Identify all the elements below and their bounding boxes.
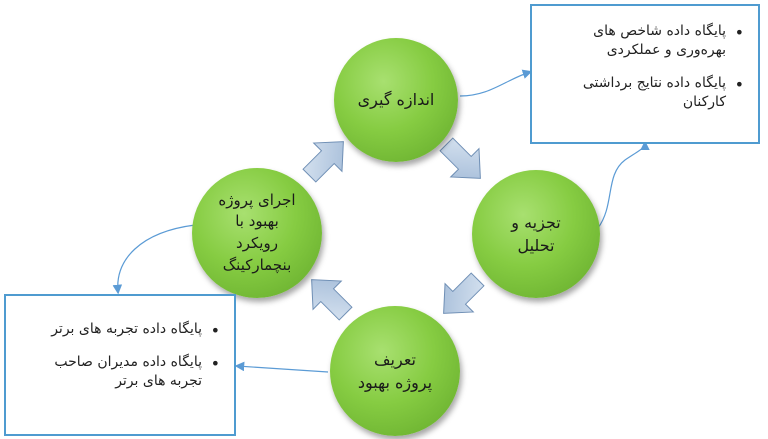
node-measure-label: اندازه گیری [357,90,435,110]
list-item: پایگاه داده تجربه های برتر [16,320,224,341]
connector-define-to-box [234,361,329,373]
list-item: پایگاه داده مدیران صاحب تجربه های برتر [16,353,224,391]
box-bottom-left-list: پایگاه داده تجربه های برتر پایگاه داده م… [16,320,224,391]
cycle-arrow-measure-to-analyze [439,137,481,179]
box-bottom-left: پایگاه داده تجربه های برتر پایگاه داده م… [4,294,236,436]
node-analyze: تجزیه و تحلیل [472,170,600,298]
cycle-arrow-analyze-to-define [443,272,485,314]
node-analyze-label: تجزیه و تحلیل [511,212,561,255]
list-item: پایگاه داده نتایج برداشتی کارکنان [542,74,748,112]
node-execute-label: اجرای پروژه بهبود با رویکرد بنچمارکینگ [218,190,296,274]
node-define: تعریف پروژه بهبود [330,306,460,436]
cycle-arrow-define-to-execute [311,279,353,321]
connector-execute-to-box [112,224,196,295]
connector-measure-to-box [459,69,533,97]
list-item: پایگاه داده شاخص های بهره‌وری و عملکردی [542,22,748,60]
box-top-right: پایگاه داده شاخص های بهره‌وری و عملکردی … [530,4,760,144]
node-execute: اجرای پروژه بهبود با رویکرد بنچمارکینگ [192,168,322,298]
connector-analyze-to-box [597,140,650,229]
node-define-label: تعریف پروژه بهبود [357,349,433,392]
box-top-right-list: پایگاه داده شاخص های بهره‌وری و عملکردی … [542,22,748,112]
node-measure: اندازه گیری [334,38,458,162]
cycle-arrow-execute-to-measure [302,141,344,183]
